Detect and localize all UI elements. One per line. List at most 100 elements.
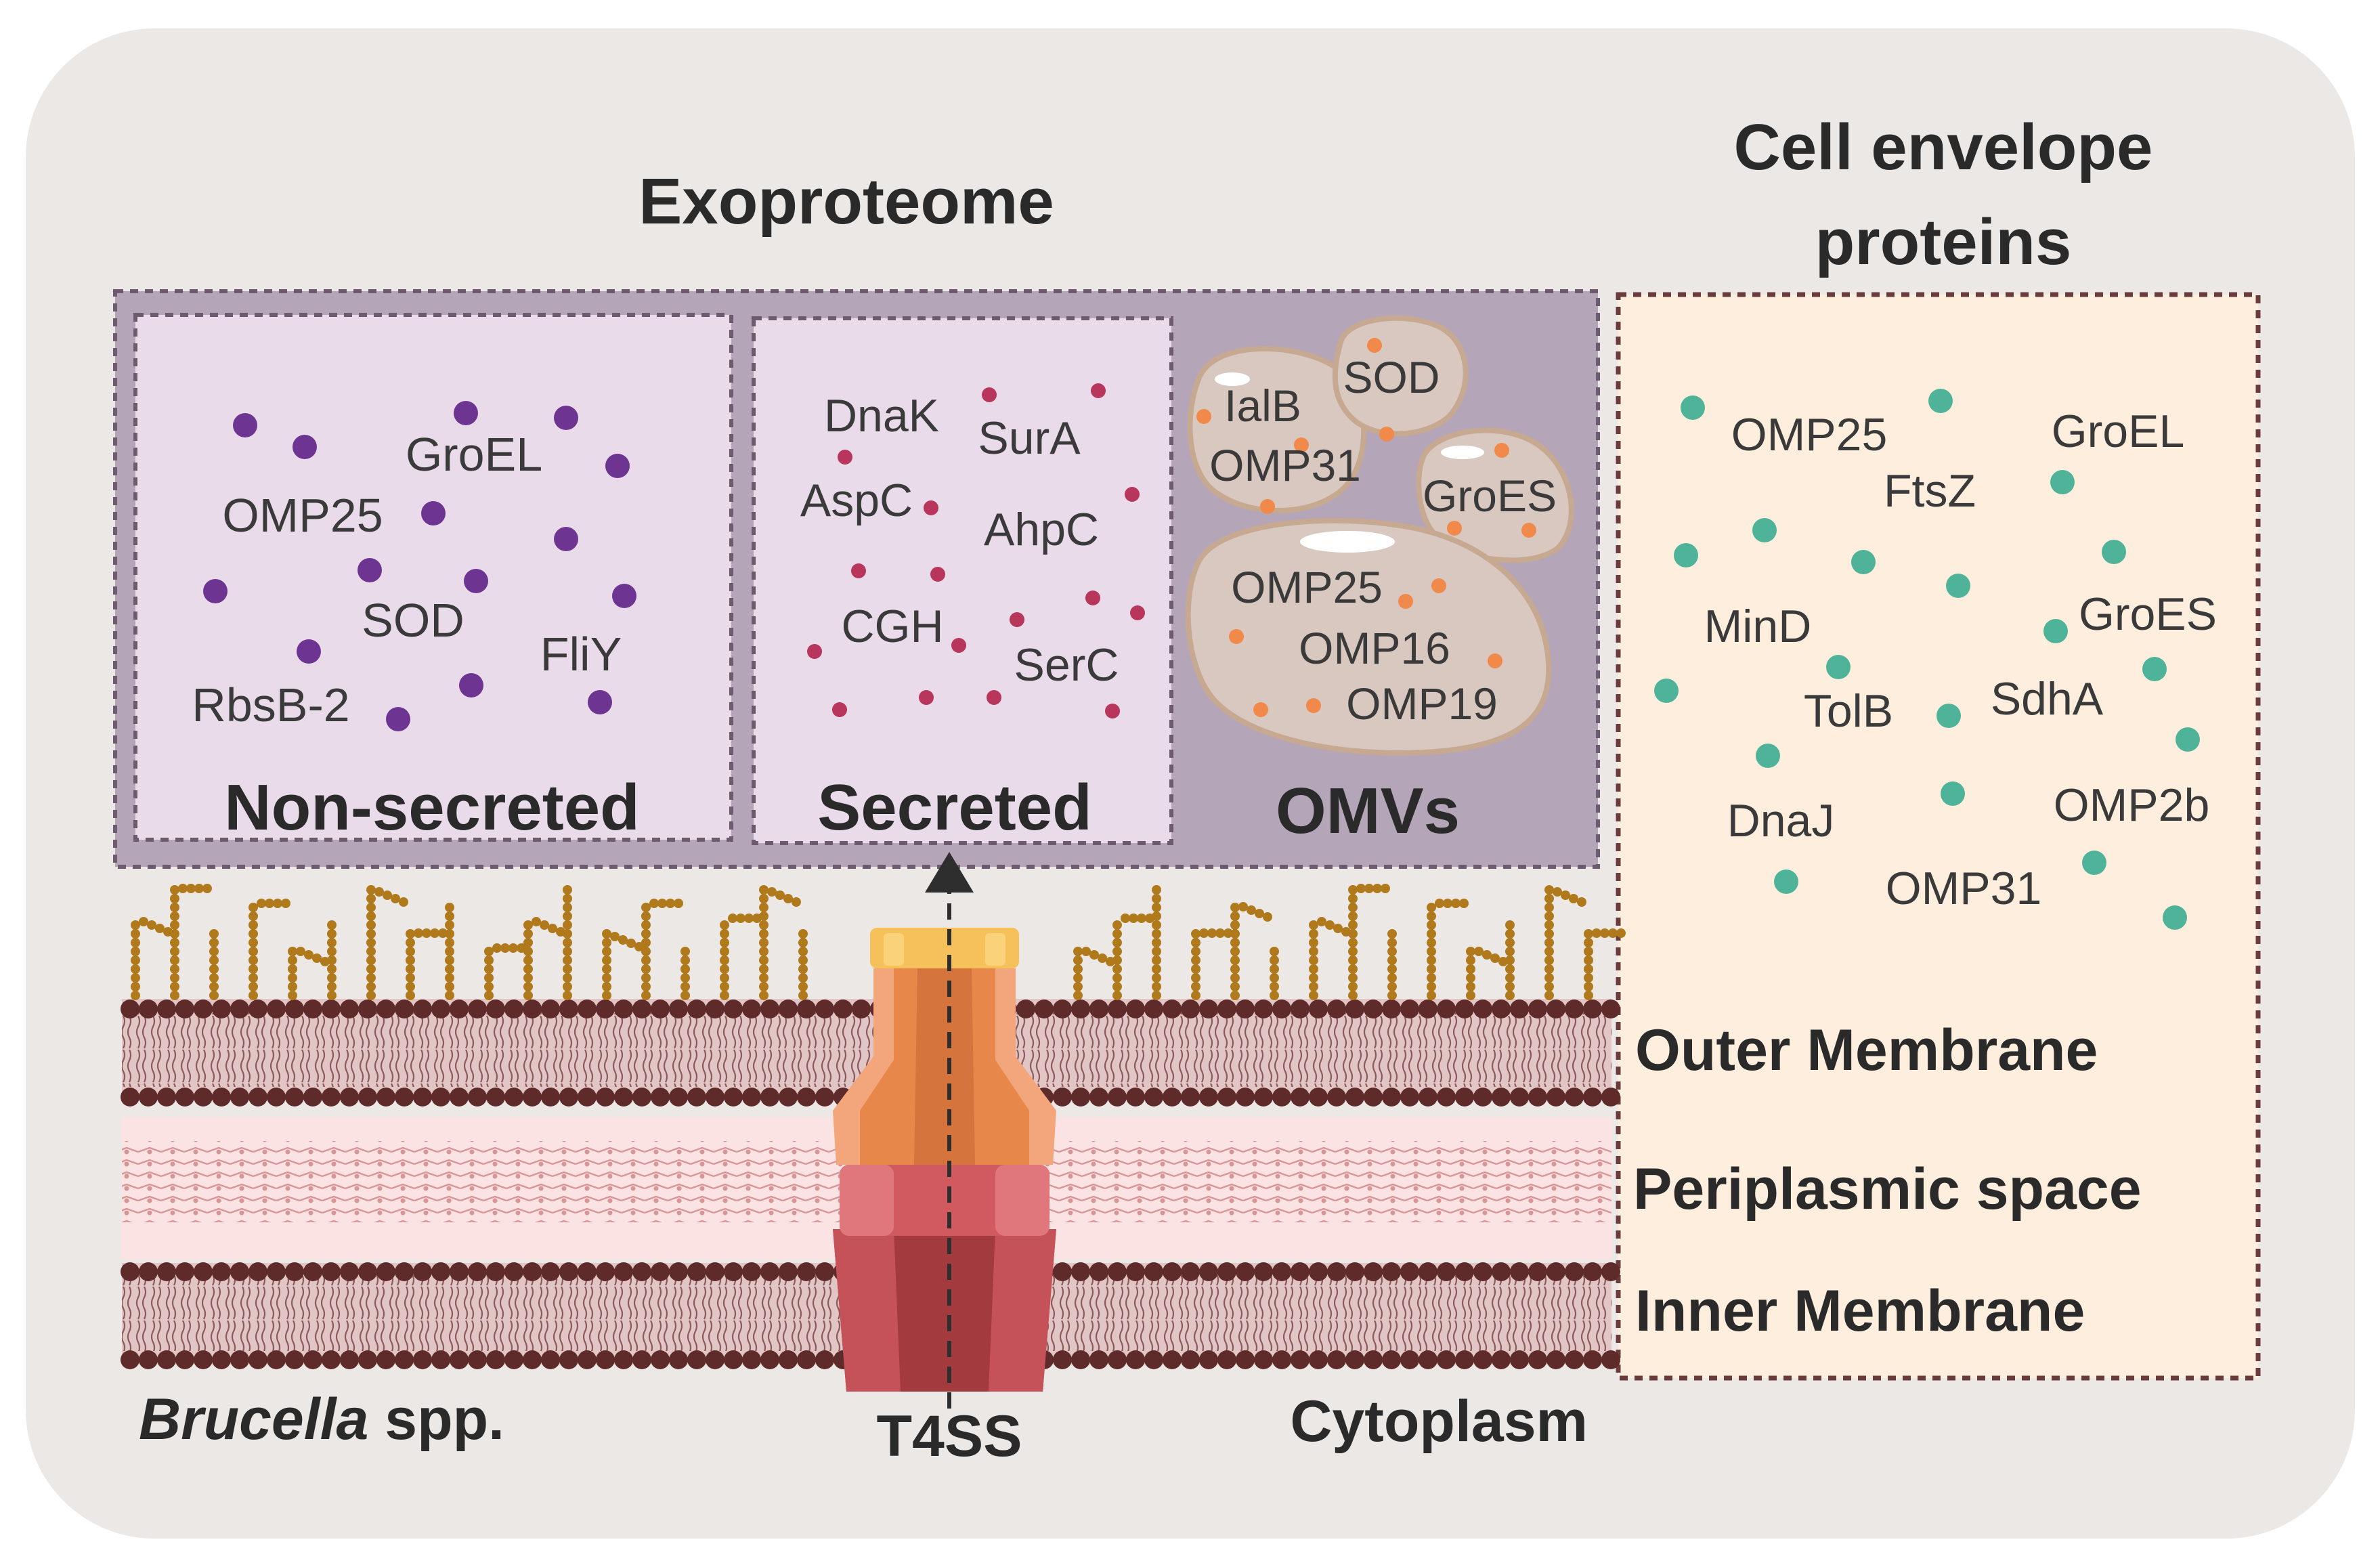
protein-label: AspC	[800, 475, 913, 526]
protein-dot	[924, 500, 938, 515]
protein-dot	[421, 501, 446, 525]
protein-dot	[203, 579, 228, 603]
protein-dot	[1091, 383, 1106, 398]
protein-dot	[1941, 781, 1965, 806]
protein-dot	[1010, 612, 1024, 627]
protein-dot	[386, 707, 410, 731]
envelope-protein-label: SdhA	[1991, 673, 2104, 725]
protein-dot	[1826, 655, 1851, 679]
protein-dot	[1946, 574, 1970, 598]
protein-dot	[1130, 605, 1145, 620]
protein-label: DnaK	[824, 390, 939, 442]
t4ss-complex	[833, 852, 1056, 1409]
exoproteome-title: Exoproteome	[639, 165, 1054, 238]
lps-chains	[131, 884, 1626, 1000]
arrowhead-icon	[925, 852, 974, 893]
protein-dot	[1674, 543, 1698, 567]
protein-dot	[919, 690, 934, 705]
protein-dot	[464, 569, 488, 593]
secreted-title: Secreted	[817, 771, 1092, 844]
cytoplasm-label: Cytoplasm	[1290, 1389, 1588, 1454]
organism-suffix: spp.	[368, 1387, 504, 1452]
protein-dot	[838, 450, 852, 465]
omv-protein-label: OMP25	[1231, 562, 1383, 612]
cell-envelope-title-line1: Cell envelope	[1734, 111, 2153, 184]
envelope-protein-label: OMP2b	[2054, 779, 2210, 831]
protein-label: OMP25	[222, 489, 383, 542]
envelope-protein-label: GroEL	[2052, 406, 2185, 457]
protein-dot	[293, 435, 317, 459]
protein-dot	[605, 454, 630, 478]
protein-dot	[554, 527, 578, 551]
cargo-dot	[1294, 437, 1309, 452]
organism-label: Brucella spp.	[139, 1387, 504, 1452]
cargo-dot	[1488, 653, 1502, 668]
omv-protein-label: GroES	[1423, 471, 1557, 521]
cargo-dot	[1379, 427, 1394, 442]
protein-dot	[2163, 905, 2187, 930]
cargo-dot	[1229, 629, 1244, 644]
cargo-dot	[1398, 594, 1413, 609]
protein-dot	[233, 413, 257, 437]
protein-dot	[2082, 851, 2106, 875]
protein-dot	[1756, 744, 1780, 768]
protein-dot	[2176, 727, 2200, 752]
cargo-dot	[1447, 521, 1462, 536]
omvs-title: OMVs	[1276, 775, 1460, 847]
protein-label: RbsB-2	[192, 679, 349, 731]
cargo-dot	[1306, 698, 1321, 713]
protein-label: GroEL	[406, 428, 542, 481]
protein-label: SurA	[978, 412, 1081, 464]
cell-envelope-title-line2: proteins	[1815, 206, 2072, 278]
omv-protein-label: OMP16	[1299, 623, 1450, 673]
envelope-protein-label: GroES	[2079, 588, 2217, 640]
cargo-dot	[1196, 409, 1211, 424]
protein-dot	[2142, 657, 2167, 681]
envelope-protein-label: TolB	[1804, 685, 1893, 737]
omv-protein-label: SOD	[1343, 352, 1440, 402]
envelope-protein-label: MinD	[1704, 601, 1812, 652]
envelope-protein-label: OMP31	[1886, 863, 2042, 914]
envelope-protein-label: OMP25	[1731, 409, 1888, 460]
protein-dot	[358, 558, 382, 582]
inner-membrane-label: Inner Membrane	[1635, 1279, 2085, 1344]
non-secreted-protein-dots	[203, 401, 636, 731]
t4ss-label: T4SS	[876, 1404, 1022, 1469]
protein-dot	[1125, 487, 1140, 502]
envelope-protein-label: DnaJ	[1727, 795, 1835, 846]
protein-dot	[1752, 518, 1777, 542]
protein-dot	[1105, 704, 1120, 718]
protein-dot	[930, 567, 945, 582]
protein-dot	[987, 690, 1001, 705]
protein-dot	[297, 639, 321, 664]
omv-cargo-dots	[1196, 338, 1536, 717]
cargo-dot	[1494, 443, 1509, 458]
protein-label: FliY	[540, 628, 622, 681]
outer-membrane-label: Outer Membrane	[1635, 1018, 2098, 1083]
omv-protein-label: OMP19	[1346, 679, 1498, 729]
protein-dot	[1654, 679, 1679, 703]
protein-label: CGH	[841, 601, 943, 652]
organism-genus: Brucella	[139, 1387, 368, 1452]
protein-dot	[1928, 389, 1953, 413]
cargo-dot	[1260, 499, 1275, 514]
protein-dot	[554, 406, 578, 430]
secreted-protein-dots	[807, 383, 1145, 718]
omv-vesicle	[1187, 345, 1367, 513]
non-secreted-title: Non-secreted	[224, 771, 640, 844]
omv-protein-label: IalB	[1224, 381, 1301, 431]
protein-dot	[454, 401, 478, 425]
protein-label: AhpC	[984, 504, 1099, 555]
cargo-dot	[1253, 702, 1268, 717]
protein-label: SOD	[362, 594, 464, 647]
protein-dot	[1774, 870, 1798, 894]
omv-protein-label: OMP31	[1209, 440, 1361, 490]
envelope-protein-dots	[1654, 389, 2200, 930]
protein-dot	[2102, 540, 2126, 564]
omv-vesicle	[1185, 517, 1552, 756]
protein-dot	[1085, 591, 1100, 605]
protein-dot	[2043, 619, 2068, 643]
protein-dot	[807, 644, 822, 659]
envelope-protein-label: FtsZ	[1884, 465, 1976, 517]
